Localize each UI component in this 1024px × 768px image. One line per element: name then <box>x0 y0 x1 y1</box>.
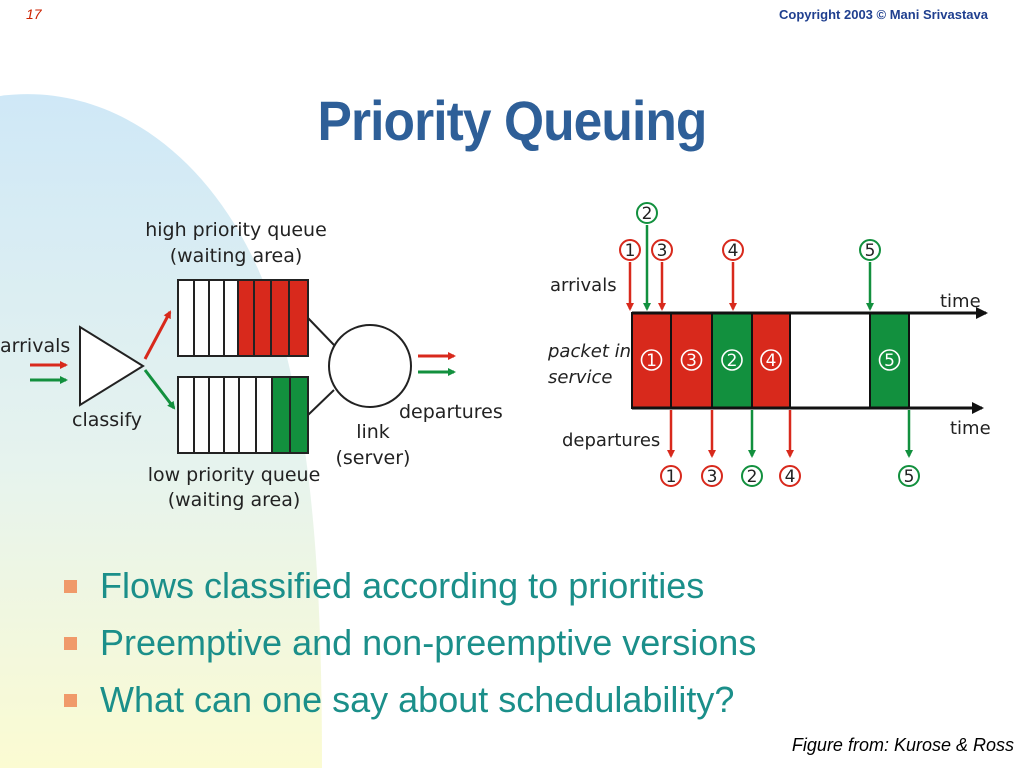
service-boxes: 1 3 2 4 5 <box>631 312 910 409</box>
arrival-packet-4-marker: 4 <box>722 239 744 261</box>
svg-text:2: 2 <box>747 467 758 487</box>
svg-text:2: 2 <box>642 204 653 224</box>
departure-packet-5-marker: 5 <box>898 465 920 487</box>
bullet-marker <box>64 694 77 707</box>
slide-number: 17 <box>26 6 42 22</box>
departures-label: departures <box>399 401 503 423</box>
svg-text:1: 1 <box>666 467 677 487</box>
timeline-time-bottom-label: time <box>950 418 991 439</box>
svg-text:1: 1 <box>625 241 636 261</box>
arrival-packet-5-marker: 5 <box>859 239 881 261</box>
svg-text:4: 4 <box>728 241 739 261</box>
bullet-list: Flows classified according to priorities… <box>62 560 756 731</box>
timeline-arrivals-label: arrivals <box>550 275 617 296</box>
link-label: link <box>356 421 390 443</box>
svg-text:1: 1 <box>646 351 657 371</box>
low-priority-queue <box>177 376 309 454</box>
service-box-packet-5: 5 <box>869 312 910 409</box>
server-label: (server) <box>336 447 411 469</box>
service-box-packet-1: 1 <box>631 312 672 409</box>
svg-text:4: 4 <box>766 351 777 371</box>
bullet-text: What can one say about schedulability? <box>100 679 735 720</box>
figure-credit: Figure from: Kurose & Ross <box>791 735 1014 755</box>
copyright-notice: Copyright 2003 © Mani Srivastava <box>779 7 988 22</box>
slide-title: Priority Queuing <box>317 89 708 152</box>
bullet-marker <box>64 637 77 650</box>
service-box-packet-3: 3 <box>670 312 713 409</box>
classifier-triangle <box>79 325 145 407</box>
high-queue-sublabel: (waiting area) <box>170 245 303 267</box>
arrival-packet-2-marker: 2 <box>636 202 658 224</box>
svg-text:3: 3 <box>657 241 668 261</box>
low-queue-sublabel: (waiting area) <box>168 489 301 511</box>
service-timeline: arrivals time packet in service departur… <box>547 202 991 487</box>
svg-text:5: 5 <box>904 467 915 487</box>
low-queue-label: low priority queue <box>148 464 321 486</box>
bullet-text: Flows classified according to priorities <box>100 565 705 606</box>
departure-packet-2-marker: 2 <box>741 465 763 487</box>
timeline-departures-label: departures <box>562 430 660 451</box>
low-queue-to-server <box>307 389 335 416</box>
service-label: service <box>548 367 612 388</box>
svg-text:5: 5 <box>865 241 876 261</box>
classify-arrow-high <box>143 310 172 360</box>
bullet-item: What can one say about schedulability? <box>62 674 756 731</box>
classify-label: classify <box>72 409 142 431</box>
bullet-item: Preemptive and non-preemptive versions <box>62 617 756 674</box>
svg-text:3: 3 <box>686 351 697 371</box>
arrivals-label: arrivals <box>0 335 70 357</box>
service-box-packet-4: 4 <box>751 312 791 409</box>
departure-packet-3-marker: 3 <box>701 465 723 487</box>
queue-system-diagram: high priority queue (waiting area) arriv… <box>0 219 503 511</box>
high-priority-queue <box>177 279 309 357</box>
arrival-packet-3-marker: 3 <box>651 239 673 261</box>
arrival-markers: 123 4 5 <box>619 202 881 311</box>
packet-in-service-label: packet in <box>547 341 631 362</box>
bullet-text: Preemptive and non-preemptive versions <box>100 622 757 663</box>
departure-packet-1-marker: 1 <box>660 465 682 487</box>
classify-arrow-low <box>143 369 176 410</box>
high-queue-label: high priority queue <box>145 219 327 241</box>
arrival-packet-1-marker: 1 <box>619 239 641 261</box>
departure-markers: 1 3 2 4 5 <box>660 410 920 487</box>
bullet-marker <box>64 580 77 593</box>
high-queue-to-server <box>307 317 335 346</box>
service-box-packet-2: 2 <box>711 312 753 409</box>
bullet-item: Flows classified according to priorities <box>62 560 756 617</box>
svg-text:2: 2 <box>727 351 738 371</box>
link-server-circle <box>328 324 412 408</box>
departure-packet-4-marker: 4 <box>779 465 801 487</box>
svg-text:3: 3 <box>707 467 718 487</box>
svg-text:4: 4 <box>785 467 796 487</box>
svg-text:5: 5 <box>884 351 895 371</box>
timeline-time-top-label: time <box>940 291 981 312</box>
